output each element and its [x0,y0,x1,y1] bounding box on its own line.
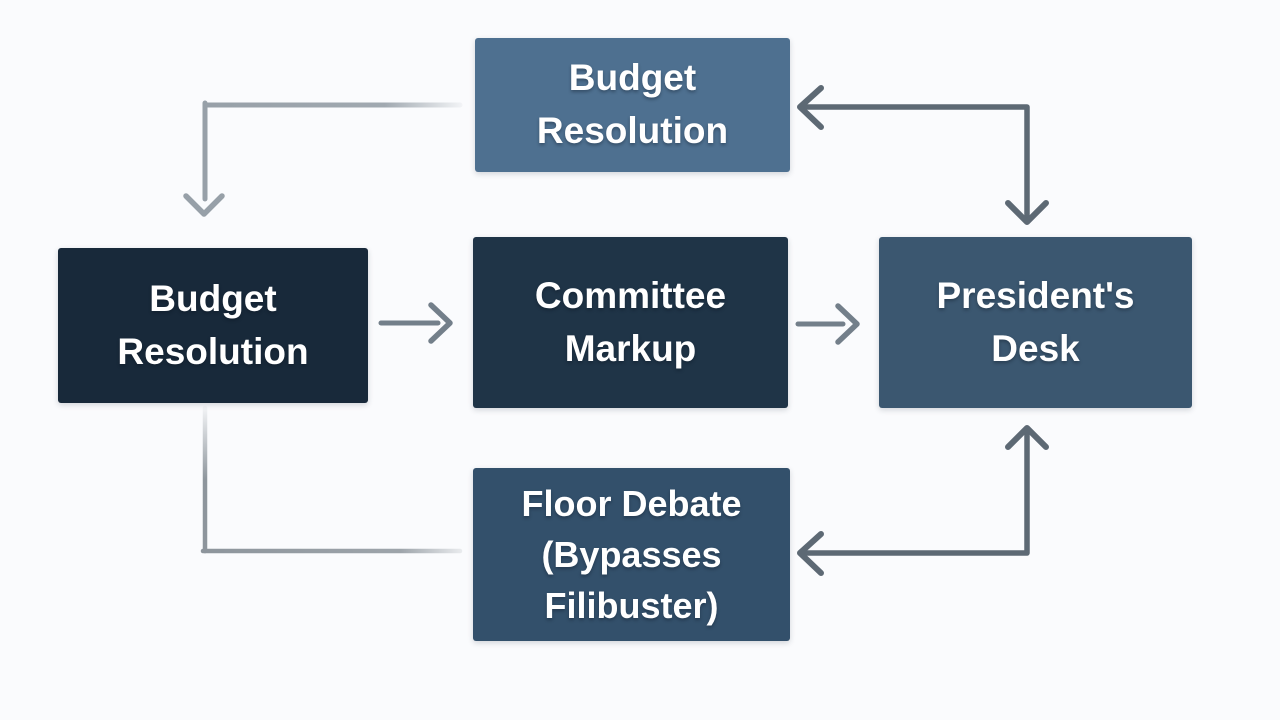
node-budget-resolution-left: Budget Resolution [58,248,368,403]
edge-left-to-floor [200,405,463,554]
node-floor-debate: Floor Debate (Bypasses Filibuster) [473,468,790,641]
node-label: Committee Markup [534,274,727,369]
arrowhead-down-icon [1005,200,1049,225]
arrowhead-right-icon [835,303,860,345]
edge-top-to-left [183,100,463,217]
arrowhead-up-icon [1005,425,1049,450]
arrowhead-left-icon [797,85,824,130]
edge-committee-to-president [795,303,860,345]
arrowhead-left-icon [797,531,824,576]
node-committee-markup: Committee Markup [473,237,788,408]
node-label: President's Desk [936,274,1135,369]
node-presidents-desk: President's Desk [879,237,1192,408]
edge-top-president-loop [797,85,1049,225]
edge-left-to-committee [378,302,453,344]
arrowhead-right-icon [428,302,453,344]
node-label: Budget Resolution [117,277,309,372]
edge-floor-president-loop [797,425,1049,576]
node-budget-resolution-top: Budget Resolution [475,38,790,172]
node-label: Budget Resolution [536,57,729,151]
node-label: Floor Debate (Bypasses Filibuster) [521,482,742,627]
arrowhead-down-icon [183,193,225,217]
